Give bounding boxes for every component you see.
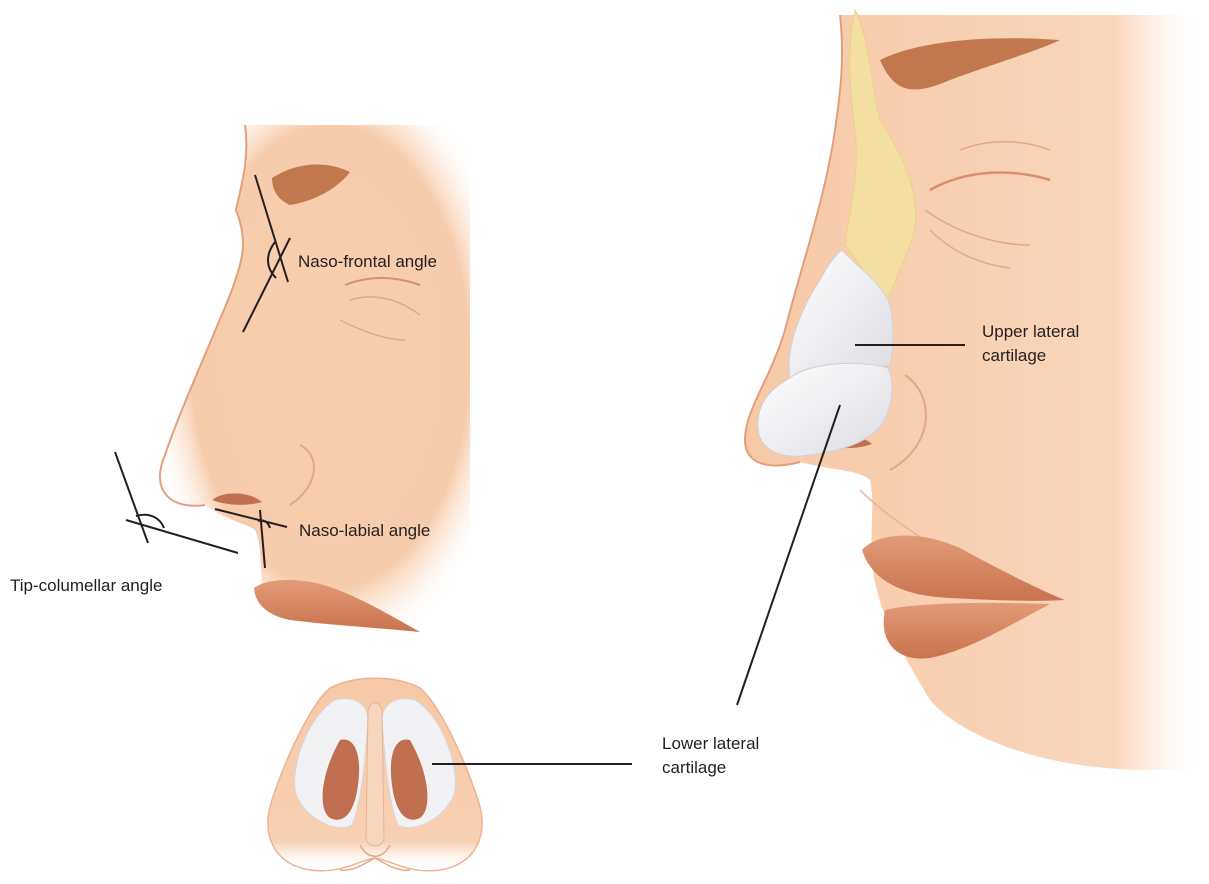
basal-columella	[366, 703, 384, 847]
right-profile-face	[745, 10, 1209, 770]
left-profile-face	[160, 125, 470, 640]
upper-lateral-cartilage-label: Upper lateral cartilage	[982, 320, 1079, 368]
lower-lateral-cartilage-label: Lower lateral cartilage	[662, 732, 759, 780]
naso-labial-angle-label: Naso-labial angle	[299, 519, 430, 543]
naso-frontal-angle-label: Naso-frontal angle	[298, 250, 437, 274]
tip-columellar-angle-label: Tip-columellar angle	[10, 574, 162, 598]
basal-nose-view	[268, 678, 482, 871]
